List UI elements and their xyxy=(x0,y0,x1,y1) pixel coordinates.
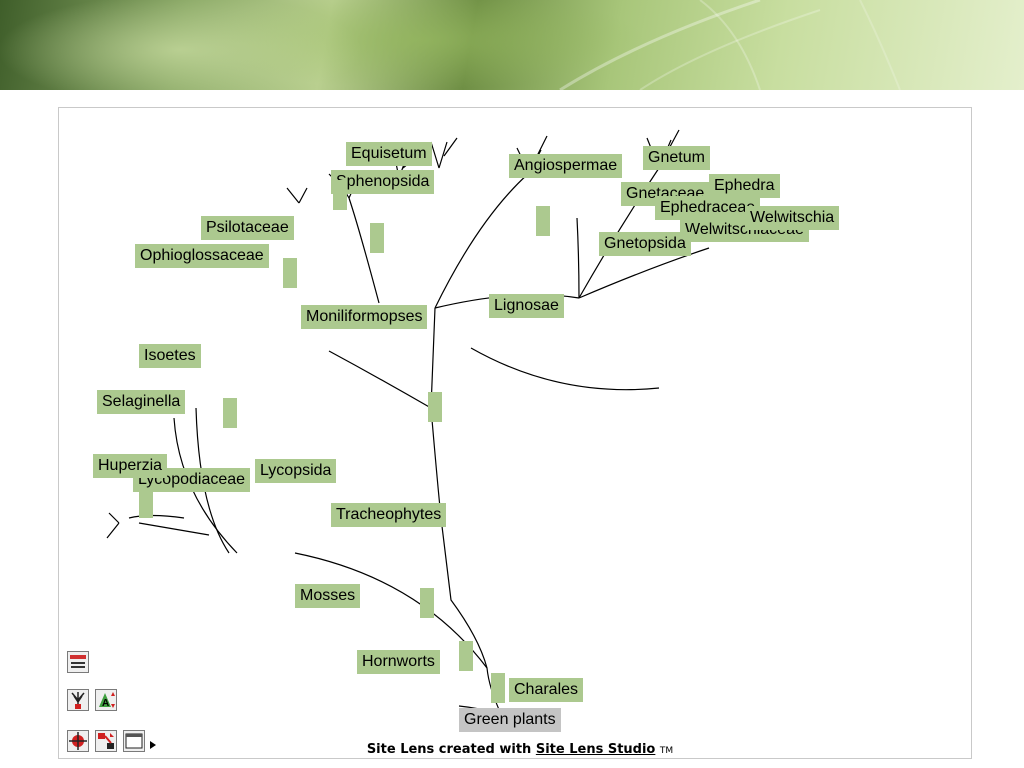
header-banner xyxy=(0,0,1024,90)
branch-marker[interactable] xyxy=(536,206,550,236)
tree-node[interactable]: Psilotaceae xyxy=(201,216,294,240)
tree-node[interactable]: Moniliformopses xyxy=(301,305,428,329)
tree-node[interactable]: Ophioglossaceae xyxy=(135,244,269,268)
tree-node[interactable]: Angiospermae xyxy=(509,154,623,178)
trademark: TM xyxy=(659,746,674,756)
tree-node[interactable]: Ephedra xyxy=(709,174,780,198)
tree-node[interactable]: Tracheophytes xyxy=(331,503,447,527)
branch-marker[interactable] xyxy=(370,223,384,253)
leaf-veins xyxy=(559,0,901,90)
branch-marker[interactable] xyxy=(283,258,297,288)
branch-marker[interactable] xyxy=(491,673,505,703)
legend-button[interactable] xyxy=(67,651,89,673)
tree-node[interactable]: Gnetopsida xyxy=(599,232,691,256)
tree-node[interactable]: Gnetum xyxy=(643,146,710,170)
text-size-button[interactable]: A xyxy=(95,689,117,711)
center-button[interactable] xyxy=(67,730,89,752)
svg-text:A: A xyxy=(102,698,109,709)
tree-node-root[interactable]: Green plants xyxy=(459,708,561,732)
tree-node[interactable]: Welwitschia xyxy=(745,206,840,230)
site-lens-viewer[interactable]: Equisetum Sphenopsida Psilotaceae Ophiog… xyxy=(58,107,972,759)
branch-marker[interactable] xyxy=(223,398,237,428)
window-button[interactable] xyxy=(123,730,145,752)
branch-marker[interactable] xyxy=(428,392,442,422)
tree-node[interactable]: Sphenopsida xyxy=(331,170,435,194)
branch-marker[interactable] xyxy=(139,488,153,518)
tree-node[interactable]: Equisetum xyxy=(346,142,432,166)
footer-credit: Site Lens created with Site Lens Studio … xyxy=(260,742,780,757)
tree-view-button[interactable] xyxy=(67,689,89,711)
tree-node[interactable]: Isoetes xyxy=(139,344,201,368)
tree-node[interactable]: Lycopsida xyxy=(255,459,337,483)
more-arrow-icon[interactable] xyxy=(149,737,157,755)
legend-icon xyxy=(70,655,86,668)
layout-icon xyxy=(98,733,114,749)
tree-node[interactable]: Ephedraceae xyxy=(655,196,761,220)
tree-node[interactable]: Hornworts xyxy=(357,650,440,674)
branch-marker[interactable] xyxy=(333,180,347,210)
tree-node[interactable]: Mosses xyxy=(295,584,361,608)
footer-prefix: Site Lens created with xyxy=(366,742,536,757)
branch-marker[interactable] xyxy=(420,588,434,618)
text-size-icon: A xyxy=(99,692,115,709)
branch-marker[interactable] xyxy=(459,641,473,671)
layout-button[interactable] xyxy=(95,730,117,752)
window-icon xyxy=(125,733,143,749)
tree-node[interactable]: Selaginella xyxy=(97,390,186,414)
target-icon xyxy=(69,732,87,750)
tree-view-icon xyxy=(71,692,85,709)
site-lens-studio-link[interactable]: Site Lens Studio xyxy=(535,742,656,757)
tree-node[interactable]: Charales xyxy=(509,678,584,702)
tree-node[interactable]: Lignosae xyxy=(489,294,564,318)
tree-node[interactable]: Huperzia xyxy=(93,454,168,478)
